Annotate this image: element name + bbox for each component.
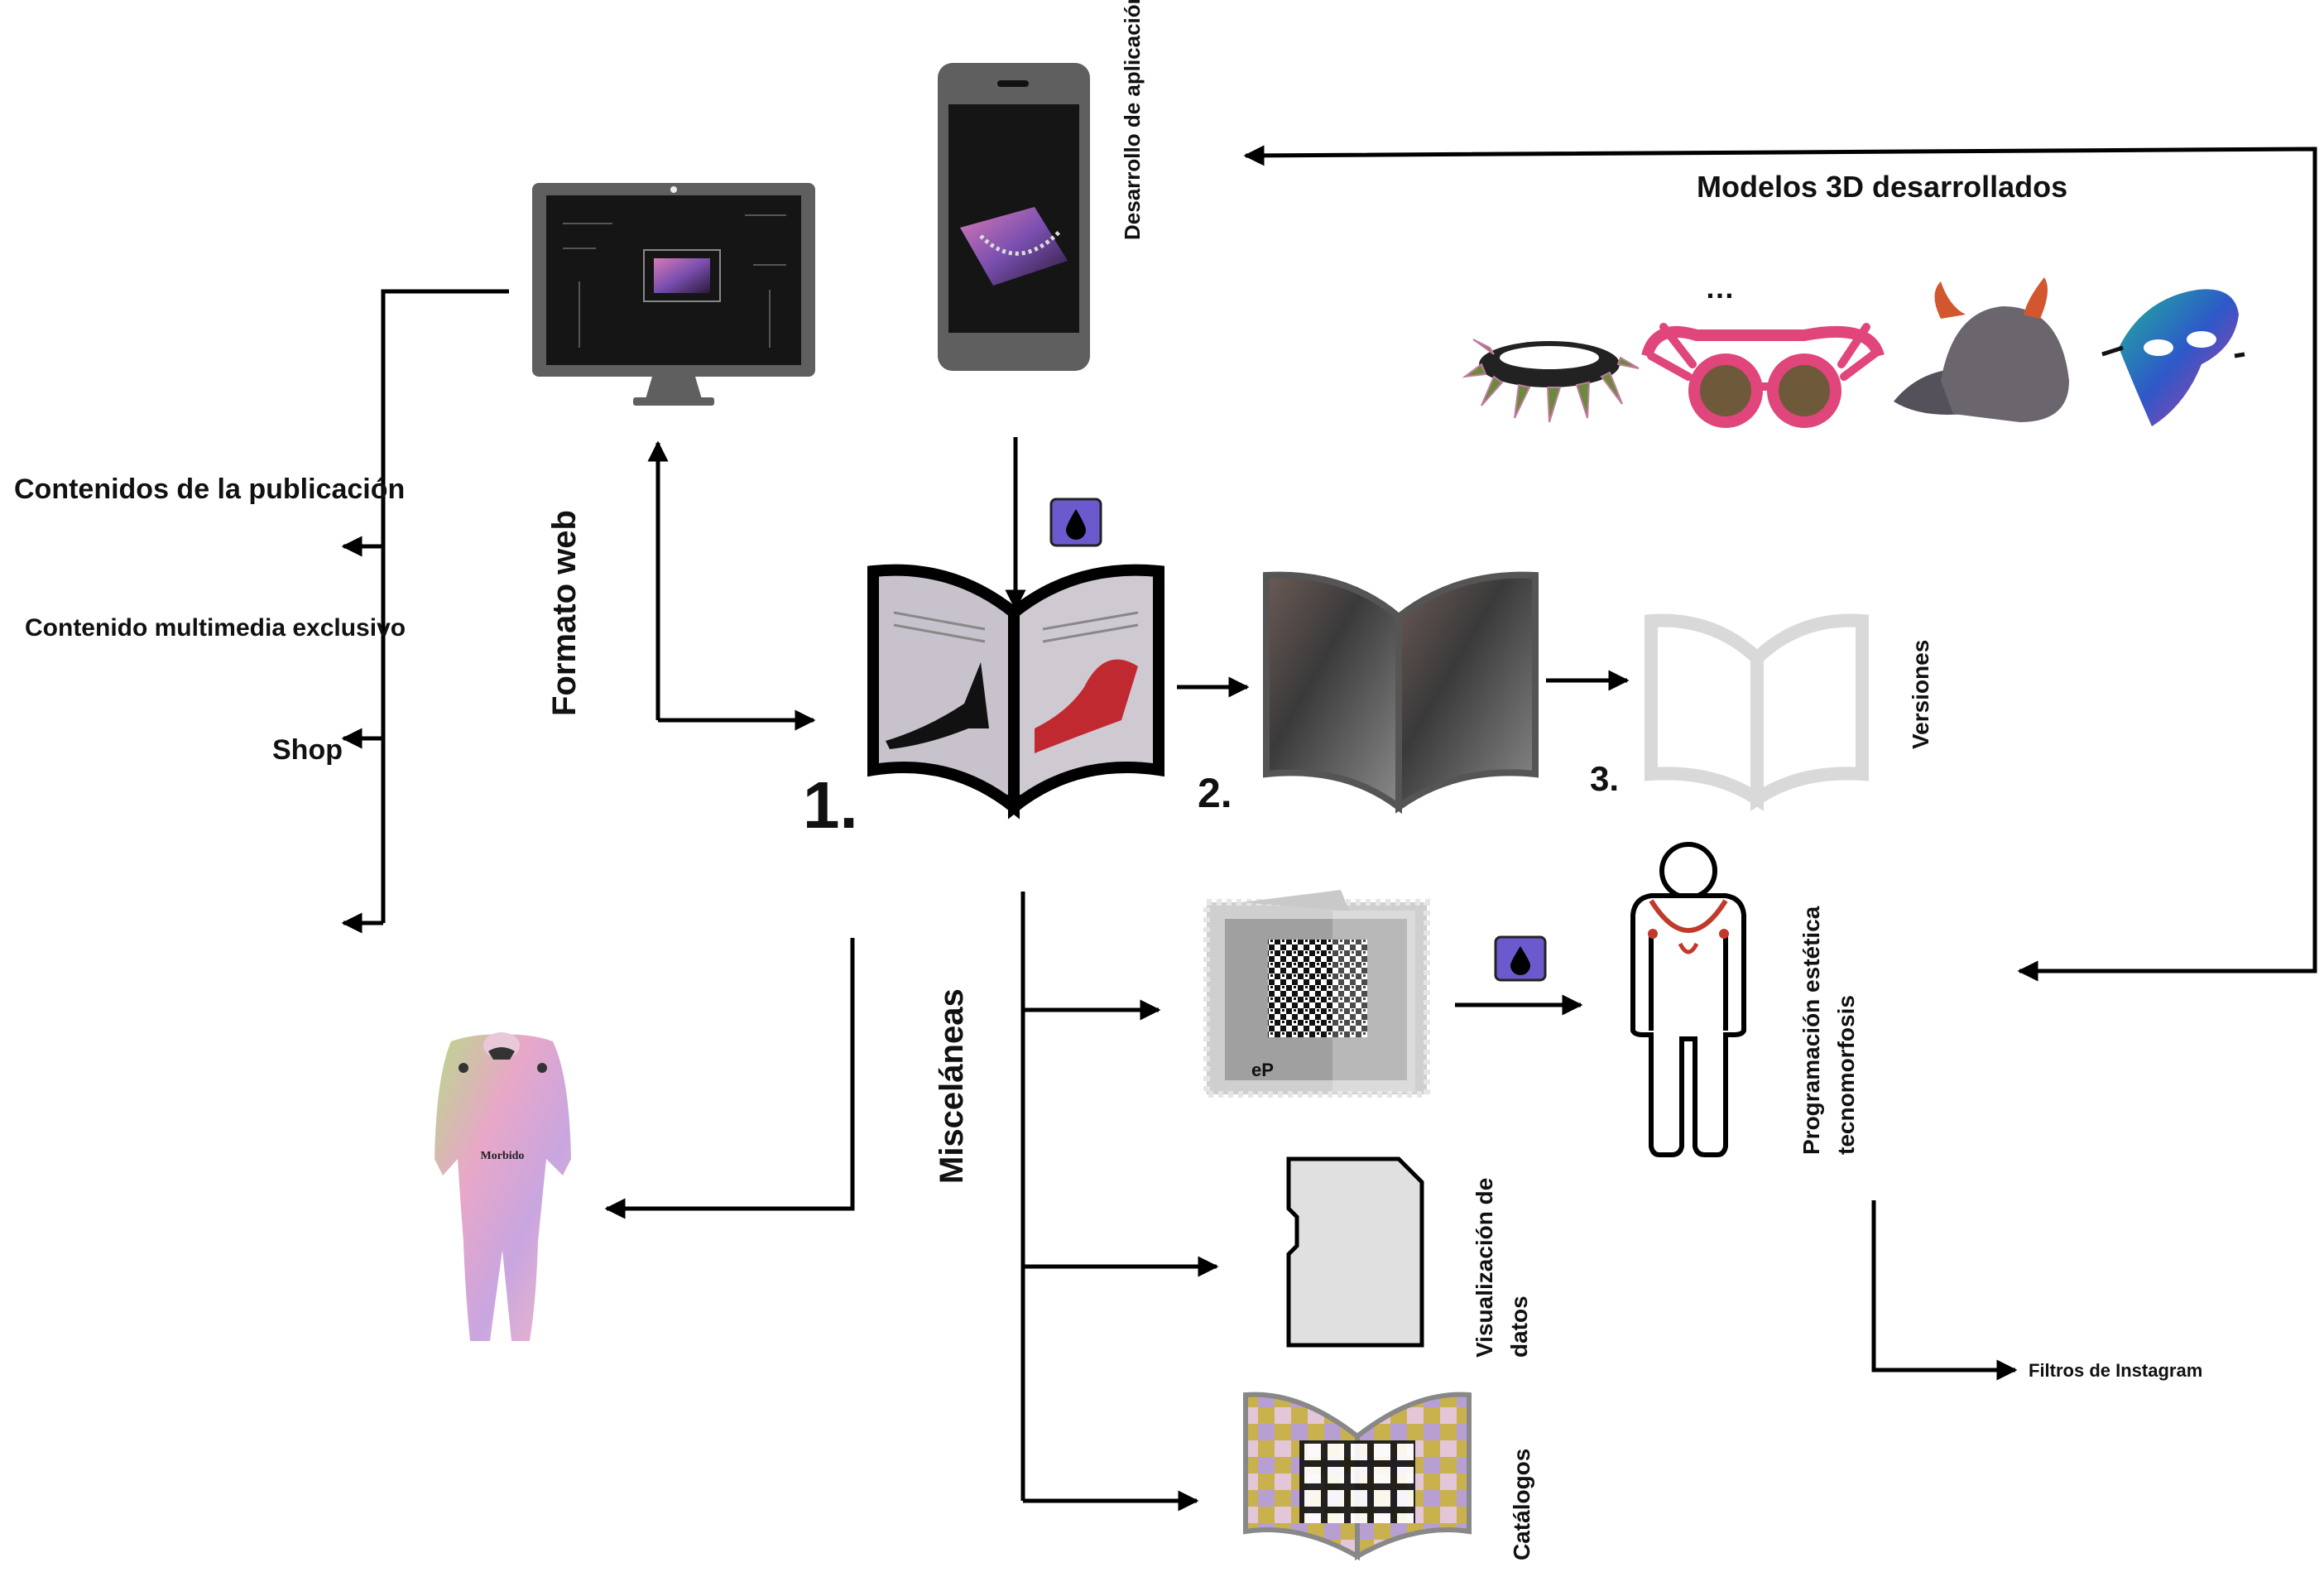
label-filtros: Filtros de Instagram — [2029, 1360, 2202, 1381]
open-book-icon — [867, 564, 1164, 820]
open-book-icon — [1243, 1392, 1472, 1561]
glasses-icon — [1641, 323, 1885, 428]
label-versiones: Versiones — [1908, 640, 1933, 749]
monitor-icon — [532, 183, 815, 406]
label-contenidos-publicacion: Contenidos de la publicación — [14, 474, 405, 505]
label-catalogos: Catálogos — [1509, 1449, 1534, 1560]
person-icon — [1630, 842, 1746, 1157]
mask-icon — [2101, 289, 2245, 426]
label-step-2: 2. — [1198, 770, 1232, 816]
sd-card-icon — [1286, 1156, 1424, 1348]
label-step-3: 3. — [1590, 759, 1619, 798]
label-formato-web: Formato web — [546, 510, 583, 716]
arrow-to-bodysuit — [604, 938, 855, 1219]
stamp-code: eP — [1251, 1060, 1274, 1080]
arrow-filtros — [1871, 1200, 2018, 1381]
drop-badge-icon — [1494, 935, 1547, 982]
label-shop: Shop — [272, 734, 343, 766]
label-ellipsis: … — [1705, 271, 1735, 305]
arrow-models-loop — [1243, 145, 2317, 973]
open-book-icon — [1263, 571, 1539, 815]
drop-badge-icon — [1049, 498, 1102, 547]
label-programacion-1: Programación estética — [1798, 906, 1824, 1155]
bodysuit-icon: Morbido — [435, 1032, 571, 1341]
spiked-bracelet-icon — [1462, 339, 1640, 423]
smartphone-icon — [938, 63, 1090, 371]
label-contenido-multimedia: Contenido multimedia exclusivo — [25, 614, 406, 642]
label-visualizacion-2: datos — [1506, 1296, 1532, 1358]
horned-cap-icon — [1894, 277, 2069, 422]
label-visualizacion-1: Visualización de — [1472, 1178, 1497, 1358]
bodysuit-text: Morbido — [481, 1150, 525, 1162]
label-modelos-3d: Modelos 3D desarrollados — [1697, 170, 2067, 204]
qr-stamp-icon: eP — [1203, 890, 1430, 1098]
open-book-icon — [1645, 613, 1869, 812]
label-miscelaneas: Misceláneas — [934, 988, 970, 1184]
bracket-line — [381, 289, 509, 923]
connectors — [341, 145, 2317, 1512]
label-desarrollo-app: Desarrollo de aplicación — [1120, 0, 1145, 240]
label-programacion-2: tecnomorfosis — [1833, 995, 1859, 1155]
label-step-1: 1. — [803, 768, 858, 842]
